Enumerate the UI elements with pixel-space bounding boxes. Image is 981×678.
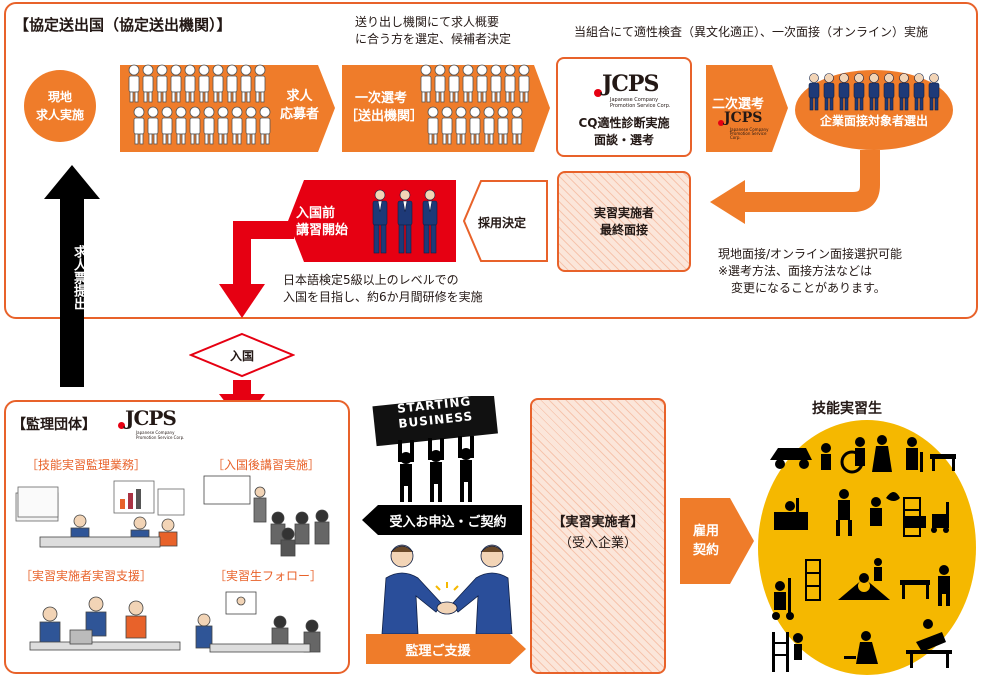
training-note: 日本語検定5級以上のレベルでの 入国を目指し、約6か月間研修を実施 [283, 273, 483, 304]
applicants-crowd-illustration [128, 64, 271, 145]
final-interview-label: 実習実施者 最終面接 [593, 206, 654, 237]
logo-dot-icon [118, 422, 125, 429]
occupation-icons-illustration [770, 435, 956, 672]
pre-training-arrow [288, 180, 456, 262]
support-arrow [366, 634, 526, 664]
cq-assessment-box: JCPS Japanese Company Promotion Service … [556, 57, 692, 157]
adoption-arrow [463, 180, 548, 262]
interview-target-people-illustration [808, 73, 940, 111]
final-interview-box [557, 171, 691, 272]
select-note: 送り出し機関にて求人概要 に合う方を選定、候補者決定 [355, 15, 512, 46]
contract-arrow [362, 505, 522, 535]
trainees-in-suits-illustration [372, 189, 438, 254]
entry-label: 入国 [229, 349, 254, 363]
applicants-label: 求人 応募者 [280, 89, 320, 122]
service-item-supervision: ［技能実習監理業務］ [26, 458, 147, 472]
handshake-illustration [381, 544, 513, 634]
sending-country-title: 【協定送出国（協定送出機関）】 [14, 16, 232, 34]
second-selection-arrow [706, 65, 788, 152]
cq-box-text: CQ適性診断実施 面談・選考 [578, 116, 670, 147]
supervising-org-title: 【監理団体】 [12, 417, 96, 433]
starting-business-sign-illustration [372, 396, 498, 502]
entry-diamond [189, 332, 295, 378]
second-selection-logo: JCPS Japanese Company Promotion Service … [718, 110, 770, 140]
supervision-office-illustration [15, 480, 185, 548]
second-selection-label: 二次選考 [712, 97, 765, 112]
adoption-label: 採用決定 [478, 216, 527, 230]
service-item-post-entry-training: ［入国後講習実施］ [212, 458, 321, 472]
employment-contract-arrow [680, 498, 754, 584]
logo-subtitle: Japanese Company Promotion Service Corp. [730, 127, 769, 140]
followup-meeting-illustration [195, 591, 321, 653]
job-offer-submit-label: 求人票提出 [71, 245, 86, 310]
exam-note: 当組合にて適性検査（異文化適正）、一次面接（オンライン）実施 [574, 25, 929, 39]
logo-subtitle: Japanese Company Promotion Service Corp. [610, 97, 671, 109]
support-label: 監理ご支援 [405, 644, 471, 659]
logo-dot-icon [594, 89, 602, 97]
local-recruit-circle: 現地 求人実施 [24, 70, 96, 142]
job-offer-submit-arrow [44, 165, 100, 387]
interview-target-label: 企業面接対象者選出 [819, 114, 928, 128]
logo-subtitle: Japanese Company Promotion Service Corp. [136, 430, 185, 440]
service-item-training-support: ［実習実施者実習支援］ [20, 569, 153, 583]
return-arrow [710, 150, 880, 224]
support-meeting-illustration [29, 596, 181, 651]
host-company-box [530, 398, 666, 674]
trainees-title: 技能実習生 [812, 401, 882, 417]
employment-contract-label: 雇用 契約 [692, 524, 719, 558]
lecture-illustration [203, 475, 330, 557]
host-company-label: 【実習実施者】 （受入企業） [552, 515, 644, 551]
supervising-org-logo: JCPS Japanese Company Promotion Service … [118, 404, 188, 440]
contract-label: 受入お申込・ご契約 [389, 515, 507, 530]
service-item-trainee-followup: ［実習生フォロー］ [214, 569, 323, 583]
logo-dot-icon [718, 120, 724, 126]
first-selection-label: 一次選考 ［送出機関］ [345, 91, 424, 124]
sending-country-frame [4, 2, 978, 319]
interview-method-note: 現地面接/オンライン面接選択可能 ※選考方法、面接方法などは 変更になることがあ… [718, 247, 903, 295]
selected-candidates-illustration [420, 64, 530, 145]
entry-down-arrow [219, 221, 294, 318]
pre-training-label: 入国前 講習開始 [296, 206, 349, 238]
